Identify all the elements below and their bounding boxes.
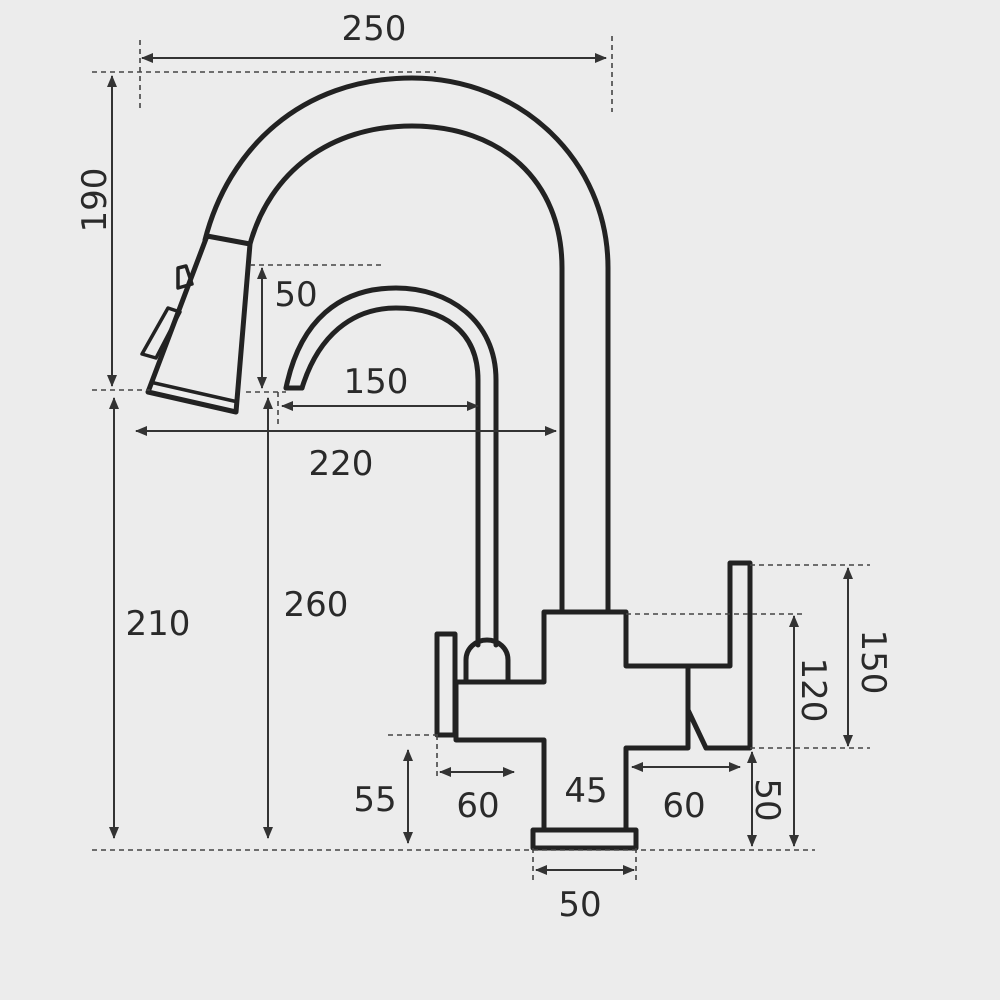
filter-spout-collar [463, 637, 511, 683]
label-right-handle-height: 150 [853, 630, 893, 695]
label-outlet-height-outer: 210 [126, 604, 191, 644]
label-right-handle-length: 60 [662, 786, 705, 826]
main-spout-inner [247, 123, 565, 615]
filter-spout [283, 285, 499, 648]
label-overall-width: 250 [342, 9, 407, 49]
dimension-lines [107, 53, 853, 875]
main-spout [202, 75, 611, 615]
label-left-handle-length: 60 [456, 786, 499, 826]
label-spout-height: 190 [75, 168, 115, 233]
dimension-labels: 250 190 50 150 220 210 260 55 60 45 60 1… [75, 9, 893, 925]
left-handle [434, 631, 458, 738]
label-right-base-height: 50 [747, 778, 787, 821]
label-outlet-height-inner: 260 [284, 585, 349, 625]
label-right-body-height: 120 [793, 658, 833, 723]
sprayer-face [149, 380, 239, 404]
filter-spout-inner [299, 305, 481, 648]
label-sprayer-head: 50 [274, 275, 317, 315]
sprayer-button-top [176, 264, 194, 290]
label-inner-spout-reach: 150 [344, 362, 409, 402]
label-left-handle-height: 55 [353, 780, 396, 820]
sprayer-button-side [140, 306, 182, 360]
sprayer-head [145, 233, 253, 415]
faucet-outline [140, 75, 753, 851]
extension-lines [92, 36, 870, 882]
base-plate [530, 827, 639, 851]
label-body-width: 45 [564, 771, 607, 811]
label-outer-spout-reach: 220 [309, 444, 374, 484]
label-base-width: 50 [558, 885, 601, 925]
right-handle [685, 560, 753, 751]
